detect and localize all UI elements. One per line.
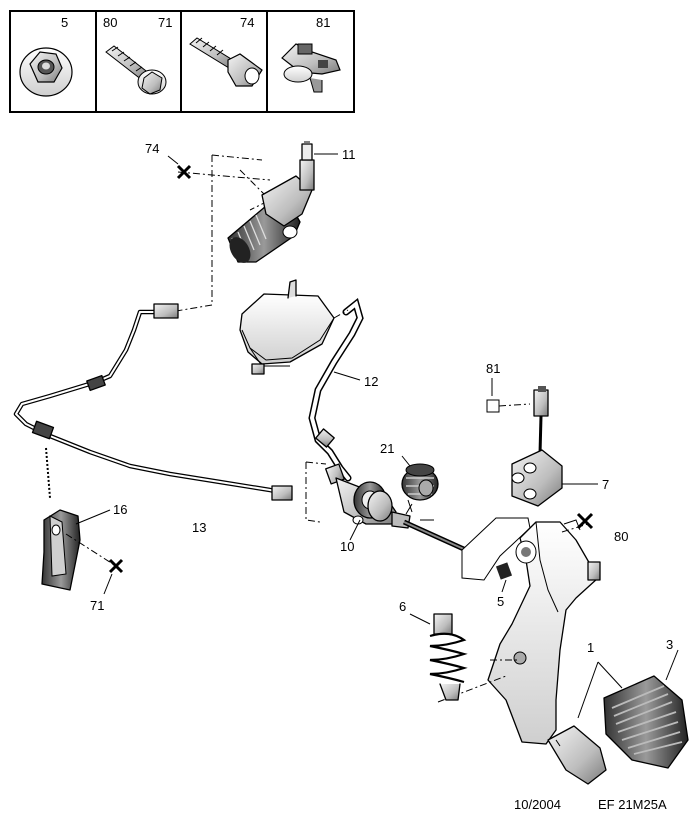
callout-7: 7 xyxy=(602,477,609,492)
hydraulic-pipe-assembly xyxy=(13,303,293,501)
callout-71: 71 xyxy=(90,598,104,613)
legend-label-80: 80 xyxy=(103,15,117,30)
legend-label-81: 81 xyxy=(316,15,330,30)
footer-date: 10/2004 xyxy=(514,797,561,812)
dust-boot-part xyxy=(401,455,439,501)
legend-box-flange-bolt: 80 71 xyxy=(95,10,182,113)
pipe-bracket-part xyxy=(41,509,124,595)
legend-box-socket-bolt: 74 xyxy=(180,10,268,113)
callout-11: 11 xyxy=(342,147,356,162)
legend-box-clip: 81 xyxy=(266,10,355,113)
callout-labels: 74 11 12 81 21 7 80 16 13 10 5 71 6 1 3 xyxy=(90,141,673,655)
master-cylinder-part xyxy=(305,461,531,593)
callout-10: 10 xyxy=(340,539,354,554)
callout-3: 3 xyxy=(666,637,673,652)
legend-box-nut: 5 xyxy=(9,10,97,113)
slave-cylinder-body xyxy=(227,141,315,263)
callout-6: 6 xyxy=(399,599,406,614)
cross-marker-icon xyxy=(576,512,594,530)
clutch-pedal-part xyxy=(437,512,689,785)
callout-81: 81 xyxy=(486,361,500,376)
callout-80: 80 xyxy=(614,529,628,544)
callout-16: 16 xyxy=(113,502,127,517)
fluid-reservoir-part xyxy=(239,279,335,375)
flanged-nut-icon xyxy=(19,47,73,97)
slave-cylinder-assembly xyxy=(167,141,338,313)
cross-marker-icon xyxy=(176,164,192,180)
callout-5: 5 xyxy=(497,594,504,609)
callout-74: 74 xyxy=(145,141,159,156)
cross-marker-icon xyxy=(108,558,124,574)
pedal-switch-part xyxy=(486,378,598,507)
pedal-pad-part xyxy=(603,675,689,769)
footer-reference: EF 21M25A xyxy=(598,797,667,812)
callout-12: 12 xyxy=(364,374,378,389)
callout-13: 13 xyxy=(192,520,206,535)
callout-1: 1 xyxy=(587,640,594,655)
legend-label-5: 5 xyxy=(61,15,68,30)
hex-socket-bolt-icon xyxy=(189,37,263,87)
clip-square-marker xyxy=(486,399,500,413)
callout-21: 21 xyxy=(380,441,394,456)
legend-label-71: 71 xyxy=(158,15,172,30)
flange-bolt-icon xyxy=(105,45,167,95)
reservoir-hose-part xyxy=(308,297,364,482)
return-spring-part xyxy=(409,613,468,701)
clip-fastener-icon xyxy=(281,43,341,93)
legend-label-74: 74 xyxy=(240,15,254,30)
